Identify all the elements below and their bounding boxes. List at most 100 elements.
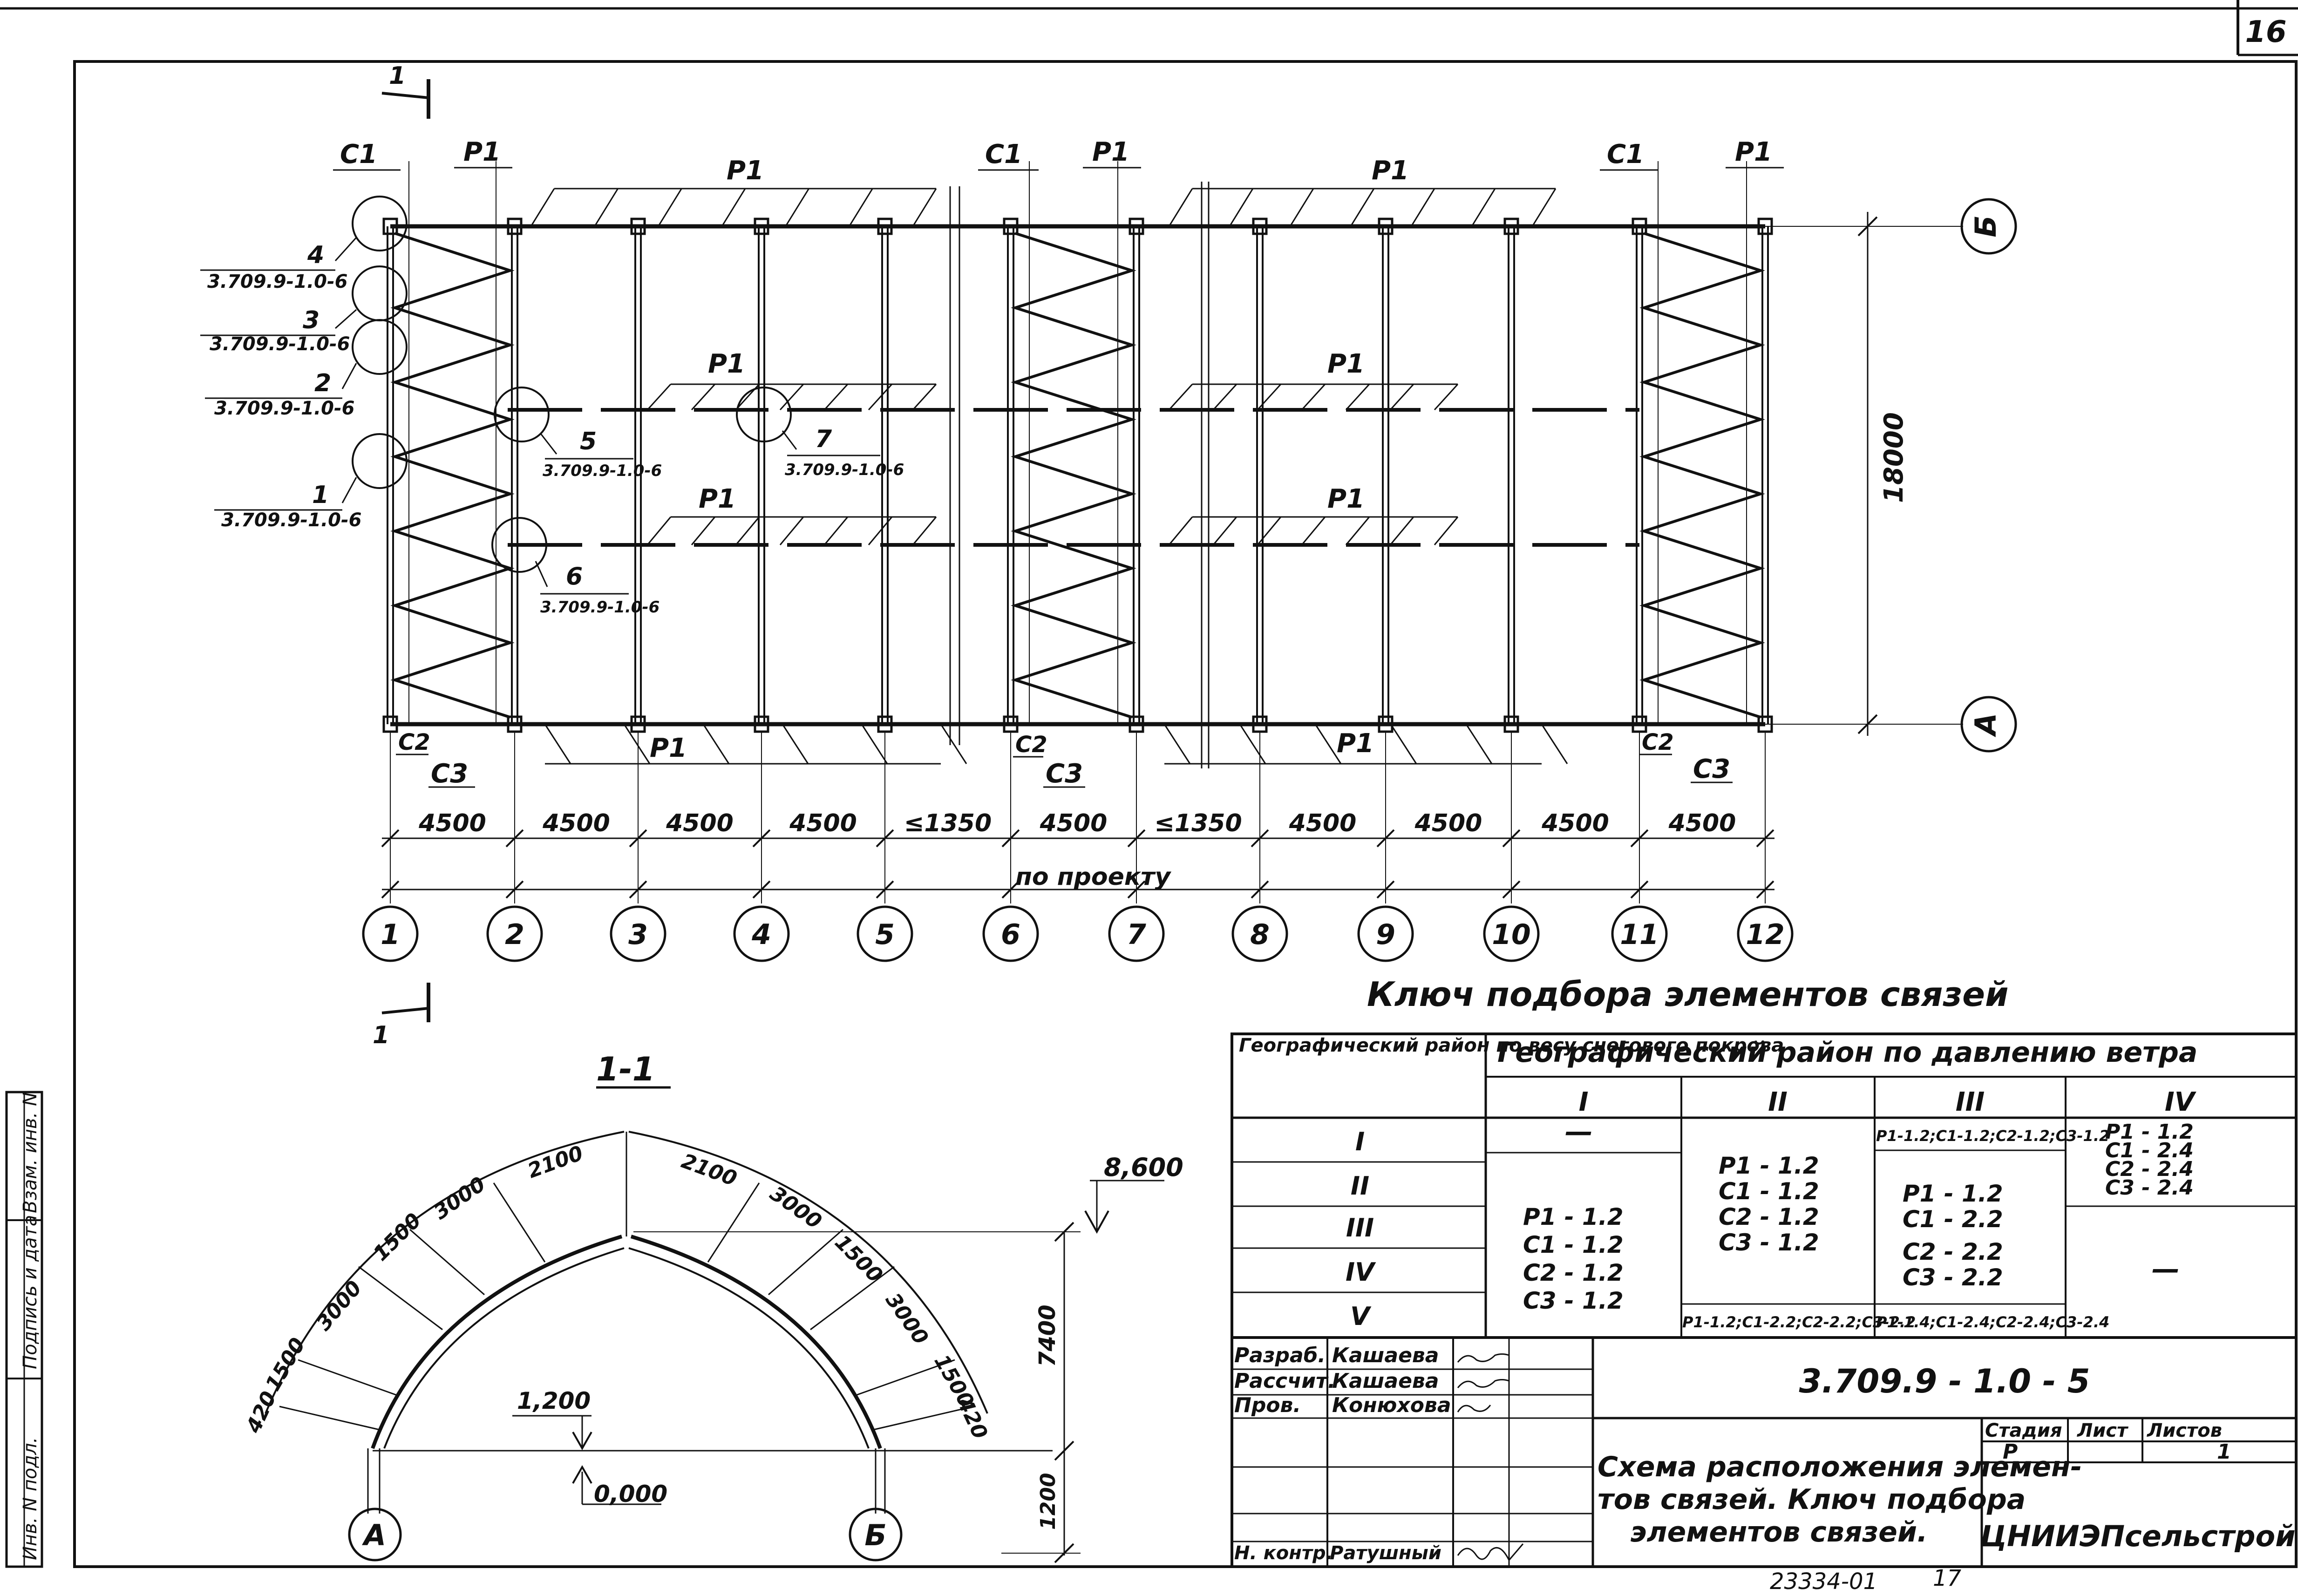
column-node bbox=[877, 217, 893, 235]
axis-bubble-letters: Б А bbox=[1960, 198, 2017, 753]
bracing-plan: 1 1 С1 Р1 Р1 С1 Р1 Р1 С1 Р1 bbox=[200, 62, 2017, 1049]
dimension-18000: 18000 bbox=[1765, 212, 1963, 736]
span-dimension: ≤1350 bbox=[1154, 809, 1242, 837]
name-norm-control: Ратушный bbox=[1330, 1542, 1441, 1564]
axis-bubble-9 bbox=[1357, 905, 1414, 962]
axis-b: Б bbox=[864, 1518, 886, 1552]
dimension-1200: 1200 bbox=[1036, 1473, 1060, 1530]
span-dimension: 4500 bbox=[1414, 809, 1482, 837]
node-ref-5-number: 5 bbox=[580, 428, 597, 455]
snow-row-2: II bbox=[1351, 1171, 1369, 1201]
snow-row-1: I bbox=[1355, 1127, 1365, 1156]
dimension-total: по проекту bbox=[1015, 863, 1171, 891]
svg-text:А: А bbox=[1969, 713, 2003, 738]
span-dimension: 4500 bbox=[418, 809, 486, 837]
description-line-1: Схема расположения элемен- bbox=[1598, 1451, 2082, 1483]
span-dimensions: по проекту 4500 4500 4500 4500 ≤1350 4500 ≤135… bbox=[381, 731, 1774, 899]
label-p1: Р1 bbox=[708, 349, 745, 379]
wind-col-4: IV bbox=[2165, 1087, 2197, 1117]
stage-label: Стадия bbox=[1985, 1420, 2062, 1441]
column-node bbox=[1378, 217, 1394, 235]
sheets-label: Листов bbox=[2147, 1420, 2222, 1441]
bracing-zigzag-3 bbox=[1639, 232, 1765, 719]
column-node bbox=[1129, 217, 1144, 235]
span-dimension: ≤1350 bbox=[904, 809, 992, 837]
axis-bubble-1 bbox=[362, 905, 419, 962]
svg-text:С1 - 2.2: С1 - 2.2 bbox=[1903, 1206, 2003, 1233]
svg-text:С1 - 1.2: С1 - 1.2 bbox=[1719, 1178, 1819, 1205]
drawing-frame bbox=[73, 60, 2298, 1568]
title-block: Разраб. Кашаева Рассчит. Кашаева Пров. К… bbox=[1231, 1336, 2298, 1568]
wind-header: Географический район по давлению ветра bbox=[1497, 1036, 2197, 1069]
svg-text:Р1 - 1.2: Р1 - 1.2 bbox=[2105, 1120, 2194, 1144]
label-p1: Р1 bbox=[727, 156, 764, 186]
axis-number: 8 bbox=[1250, 918, 1270, 951]
node-ref-3-code: 3.709.9-1.0-6 bbox=[210, 333, 350, 355]
span-dimension: 4500 bbox=[1541, 809, 1609, 837]
key-table: Ключ подбора элементов связей Географиче… bbox=[1231, 975, 2298, 1339]
column-node bbox=[1003, 217, 1019, 235]
axis-bubble-8 bbox=[1231, 905, 1288, 962]
elevation-zero: 0,000 bbox=[594, 1481, 667, 1508]
key-table-title: Ключ подбора элементов связей bbox=[1367, 975, 2008, 1014]
organization: ЦНИИЭПсельстрой bbox=[1980, 1519, 2295, 1553]
span-dimension: 4500 bbox=[542, 809, 610, 837]
section-mark-top: 1 bbox=[381, 62, 430, 119]
label-c2: С2 bbox=[1642, 729, 1674, 755]
stamp-inv-podl: Инв. N подл. bbox=[20, 1437, 41, 1560]
axis-number: 3 bbox=[628, 918, 648, 951]
svg-text:С2 - 2.2: С2 - 2.2 bbox=[1903, 1238, 2003, 1265]
role-norm-control: Н. контр. bbox=[1234, 1542, 1333, 1564]
label-p1: Р1 bbox=[1327, 349, 1365, 379]
svg-text:1: 1 bbox=[389, 62, 406, 90]
column-node bbox=[382, 217, 398, 235]
svg-text:18000: 18000 bbox=[1879, 412, 1909, 503]
stage-value: Р bbox=[2003, 1440, 2018, 1464]
svg-text:С2 - 1.2: С2 - 1.2 bbox=[1523, 1259, 1624, 1286]
node-ref-4-code: 3.709.9-1.0-6 bbox=[207, 271, 347, 292]
label-p1: Р1 bbox=[699, 484, 736, 514]
span-dimension: 4500 bbox=[1289, 809, 1357, 837]
wind-col-1: I bbox=[1579, 1087, 1589, 1117]
svg-text:Р1 - 1.2: Р1 - 1.2 bbox=[1719, 1152, 1819, 1179]
svg-text:1: 1 bbox=[373, 1021, 389, 1049]
svg-text:С1 - 1.2: С1 - 1.2 bbox=[1523, 1231, 1624, 1258]
node-callouts: 4 3.709.9-1.0-6 3 3.709.9-1.0-6 2 3.709.… bbox=[200, 196, 904, 617]
node-ref-3-number: 3 bbox=[303, 306, 320, 334]
node-ref-7-code: 3.709.9-1.0-6 bbox=[785, 461, 904, 479]
svg-text:2100: 2100 bbox=[524, 1141, 586, 1183]
axis-bubble-7 bbox=[1108, 905, 1165, 962]
label-c3: С3 bbox=[1046, 759, 1083, 789]
label-p1: Р1 bbox=[1735, 137, 1772, 167]
elevation-1200: 1,200 bbox=[517, 1387, 591, 1414]
svg-text:Р1 - 1.2: Р1 - 1.2 bbox=[1903, 1180, 2003, 1207]
section-mark-bottom: 1 bbox=[373, 983, 430, 1049]
span-dimension: 4500 bbox=[666, 809, 734, 837]
svg-text:Р1-1.4;С1-2.4;С2-2.4;С3-2.4: Р1-1.4;С1-2.4;С2-2.4;С3-2.4 bbox=[1876, 1313, 2109, 1331]
section-1-1: 1-1 420 1500 3000 1500 3000 2100 2100 30… bbox=[241, 1050, 1183, 1563]
svg-text:С1 - 2.4: С1 - 2.4 bbox=[2105, 1139, 2194, 1162]
axis-number: 11 bbox=[1620, 918, 1659, 951]
svg-text:Р1-1.2;С1-2.2;С2-2.2;С3-2.2: Р1-1.2;С1-2.2;С2-2.2;С3-2.2 bbox=[1682, 1313, 1916, 1331]
axis-bubble-5 bbox=[857, 905, 913, 962]
svg-text:—: — bbox=[1565, 1115, 1593, 1148]
role-checked: Пров. bbox=[1234, 1393, 1301, 1417]
column-node bbox=[1503, 217, 1519, 235]
node-ref-6-number: 6 bbox=[566, 563, 583, 591]
stamp-vzam-inv: Взам. инв. N bbox=[20, 1092, 41, 1213]
label-p1: Р1 bbox=[1092, 137, 1129, 167]
page-number: 17 bbox=[1933, 1565, 1962, 1591]
column-node bbox=[507, 217, 523, 235]
node-ref-2-code: 3.709.9-1.0-6 bbox=[214, 398, 354, 419]
bracing-zigzag-2 bbox=[1011, 232, 1136, 719]
svg-text:С2 - 1.2: С2 - 1.2 bbox=[1719, 1203, 1819, 1230]
axis-bubble-3 bbox=[610, 905, 666, 962]
axis-bubble-2 bbox=[486, 905, 543, 962]
node-ref-1-number: 1 bbox=[312, 481, 329, 509]
svg-text:2100: 2100 bbox=[678, 1149, 740, 1191]
label-p1: Р1 bbox=[1327, 484, 1365, 514]
node-ref-7-number: 7 bbox=[815, 425, 832, 453]
node-ref-6-code: 3.709.9-1.0-6 bbox=[540, 598, 659, 617]
svg-text:Р1-1.2;С1-1.2;С2-1.2;С3-1.2: Р1-1.2;С1-1.2;С2-1.2;С3-1.2 bbox=[1876, 1127, 2109, 1145]
svg-text:3000: 3000 bbox=[429, 1172, 490, 1224]
